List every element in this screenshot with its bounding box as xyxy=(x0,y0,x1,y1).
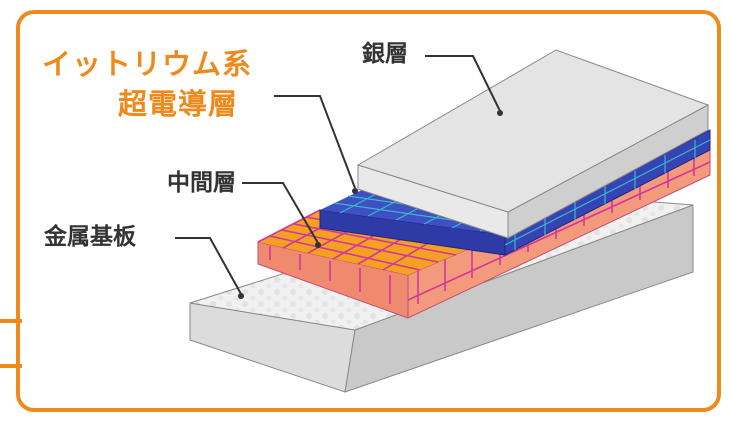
silver-layer xyxy=(356,49,710,239)
leader-dot-substrate xyxy=(238,293,244,299)
silver-layer-label: 銀層 xyxy=(362,41,408,67)
leader-silver xyxy=(425,55,501,112)
superconductor-label-line2: 超電導層 xyxy=(118,87,239,121)
leader-substrate xyxy=(175,237,242,295)
intermediate-layer-label: 中間層 xyxy=(167,170,236,196)
metal-substrate-label: 金属基板 xyxy=(44,224,136,250)
leader-dots xyxy=(238,110,503,299)
leader-superconductor xyxy=(274,95,356,189)
leader-lines xyxy=(175,55,501,295)
leader-dot-silver xyxy=(497,110,503,116)
superconductor-label-line1: イットリウム系 xyxy=(42,47,253,81)
frame-connector-bottom xyxy=(0,364,22,368)
leader-intermediate xyxy=(242,182,319,244)
leader-dot-intermediate xyxy=(315,242,321,248)
leader-dot-superconductor xyxy=(352,188,358,194)
frame-connector-top xyxy=(0,319,22,323)
